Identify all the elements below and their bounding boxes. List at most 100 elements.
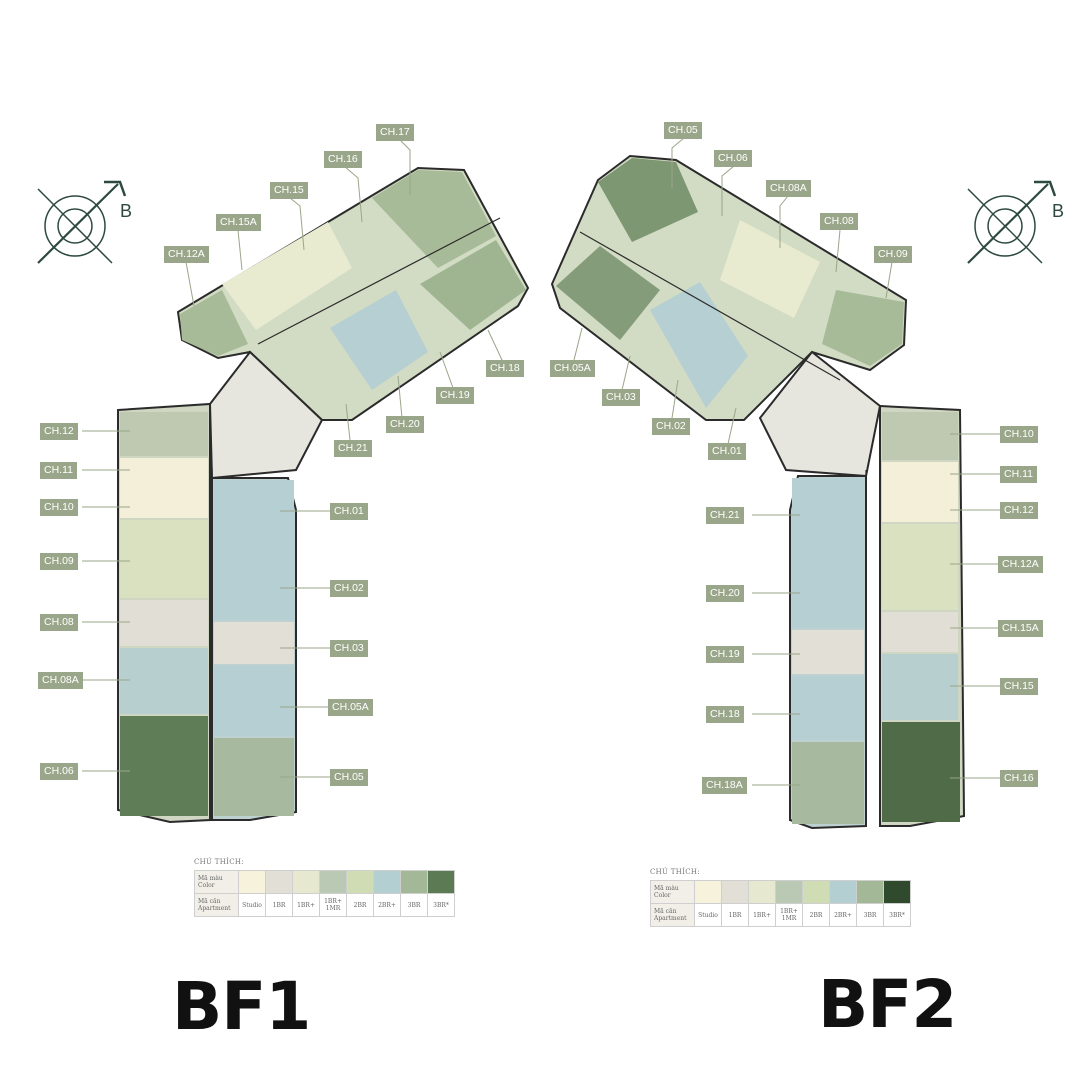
unit-label: CH.21 <box>334 440 372 457</box>
legend-swatch <box>265 870 293 894</box>
unit-block <box>120 600 208 646</box>
legend-swatch <box>292 870 320 894</box>
unit-block <box>822 290 904 366</box>
legend-swatch <box>829 880 857 904</box>
legend-type-label: Studio <box>238 893 266 917</box>
legend-type-label: 1BR+ 1MR <box>775 903 803 927</box>
legend-swatch <box>721 880 749 904</box>
compass-icon <box>960 176 1070 286</box>
unit-block <box>330 290 428 390</box>
legend-type-label: 2BR+ <box>829 903 857 927</box>
legend-swatch <box>883 880 911 904</box>
legend-title: CHÚ THÍCH: <box>650 868 700 876</box>
unit-label: CH.20 <box>706 585 744 602</box>
unit-label: CH.02 <box>330 580 368 597</box>
unit-label: CH.17 <box>376 124 414 141</box>
legend-swatch <box>694 880 722 904</box>
unit-label: CH.15 <box>1000 678 1038 695</box>
unit-label: CH.08 <box>40 614 78 631</box>
unit-label: CH.03 <box>602 389 640 406</box>
legend-type-label: 3BR* <box>883 903 911 927</box>
legend-swatch <box>775 880 803 904</box>
legend-type-label: 2BR <box>346 893 374 917</box>
unit-label: CH.16 <box>1000 770 1038 787</box>
unit-label: CH.12 <box>40 423 78 440</box>
unit-block <box>120 520 208 598</box>
legend-swatch <box>748 880 776 904</box>
legend-title: CHÚ THÍCH: <box>194 858 244 866</box>
legend-type-label: 3BR <box>856 903 884 927</box>
unit-label: CH.03 <box>330 640 368 657</box>
unit-label: CH.08A <box>38 672 83 689</box>
unit-block <box>882 722 960 822</box>
unit-label: CH.01 <box>708 443 746 460</box>
unit-label: CH.19 <box>706 646 744 663</box>
legend-type-label: 3BR <box>400 893 428 917</box>
unit-block <box>792 676 864 740</box>
unit-block <box>882 612 958 652</box>
unit-block <box>882 654 958 720</box>
legend-swatch <box>319 870 347 894</box>
legend-type-label: 2BR <box>802 903 830 927</box>
unit-label: CH.19 <box>436 387 474 404</box>
compass-label: B <box>1052 201 1065 221</box>
unit-block <box>720 220 820 318</box>
unit-label: CH.15A <box>998 620 1043 637</box>
unit-label: CH.05A <box>550 360 595 377</box>
unit-label: CH.15A <box>216 214 261 231</box>
unit-label: CH.05 <box>664 122 702 139</box>
legend-swatch <box>400 870 428 894</box>
unit-label: CH.06 <box>40 763 78 780</box>
unit-block <box>120 458 208 518</box>
unit-label: CH.11 <box>40 462 77 479</box>
corridor-line <box>257 217 501 345</box>
unit-block <box>882 412 958 460</box>
legend-swatch <box>373 870 401 894</box>
unit-label: CH.05 <box>330 769 368 786</box>
unit-block <box>120 716 208 816</box>
legend-type-label: 3BR* <box>427 893 455 917</box>
bf2-tower <box>550 154 966 830</box>
legend-type-label: 1BR+ <box>292 893 320 917</box>
legend-type-label: 1BR+ <box>748 903 776 927</box>
legend-swatch <box>238 870 266 894</box>
corridor-line <box>579 231 841 381</box>
unit-block <box>214 622 294 664</box>
unit-label: CH.18 <box>486 360 524 377</box>
legend-swatch <box>427 870 455 894</box>
compass-label: B <box>120 201 133 221</box>
unit-label: CH.01 <box>330 503 368 520</box>
unit-block <box>372 170 496 268</box>
bf1-tower <box>117 166 530 824</box>
unit-label: CH.16 <box>324 151 362 168</box>
plan-title-bf1: BF1 <box>172 968 311 1045</box>
unit-label: CH.08 <box>820 213 858 230</box>
unit-block <box>222 222 352 330</box>
unit-block <box>214 666 294 736</box>
unit-label: CH.06 <box>714 150 752 167</box>
plan-title-bf2: BF2 <box>818 966 957 1043</box>
bf2-core <box>758 350 882 478</box>
unit-block <box>420 240 526 330</box>
leader-lines-bf1 <box>82 139 503 778</box>
unit-label: CH.09 <box>40 553 78 570</box>
unit-label: CH.20 <box>386 416 424 433</box>
bf1-core <box>208 350 324 480</box>
unit-block <box>792 630 864 674</box>
unit-label: CH.05A <box>328 699 373 716</box>
unit-label: CH.10 <box>1000 426 1038 443</box>
unit-label: CH.11 <box>1000 466 1037 483</box>
unit-block <box>120 648 208 714</box>
unit-block <box>120 412 208 456</box>
unit-label: CH.09 <box>874 246 912 263</box>
legend-swatch <box>802 880 830 904</box>
compass-icon <box>30 176 140 286</box>
